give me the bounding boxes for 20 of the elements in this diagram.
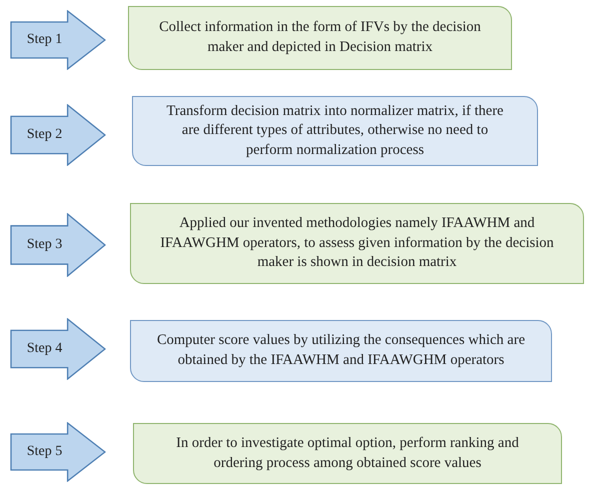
process-text: Applied our invented methodologies namely IFAAWHM and IFAAWGHM operators, to assess given information by the decision maker is shown in decision matrix [159, 214, 555, 272]
step-label: Step 3 [26, 237, 64, 253]
process-box [133, 423, 562, 484]
step-tab [10, 213, 106, 277]
step-label: Step 5 [26, 444, 64, 460]
process-text: Transform decision matrix into normalizer matrix, if there are different types of attributes, otherwise no need to perform normalization process [166, 102, 504, 160]
process-box [132, 96, 538, 166]
step-tab [10, 422, 106, 482]
step-label: Step 4 [26, 341, 64, 357]
step-tab [10, 104, 106, 166]
step-tab [10, 10, 106, 70]
step-label: Step 2 [26, 127, 64, 143]
process-box [130, 320, 552, 382]
process-box [130, 203, 584, 284]
step-label: Step 1 [26, 32, 64, 48]
process-text: Collect information in the form of IFVs by the decision maker and depicted in Decision matrix [158, 18, 482, 57]
process-text: Computer score values by utilizing the consequences which are obtained by the IFAAWHM and IFAAWGHM operators [156, 331, 526, 370]
process-box [128, 6, 512, 70]
step-tab [10, 318, 106, 380]
process-text: In order to investigate optimal option, perform ranking and ordering process among obtained score values [175, 434, 520, 472]
